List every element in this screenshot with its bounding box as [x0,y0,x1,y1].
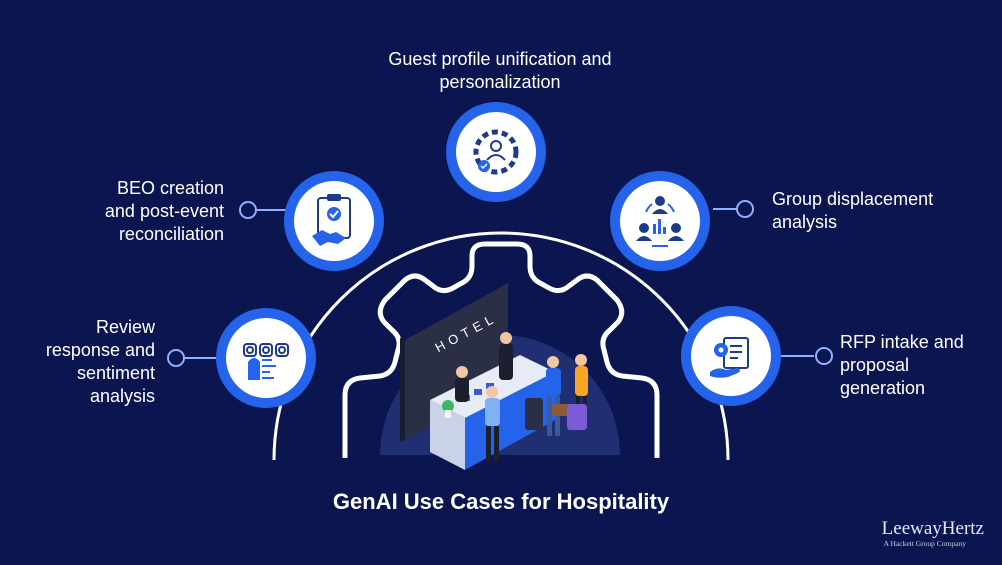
user-gear-icon [473,129,519,175]
group-analytics-icon [636,196,684,247]
clipboard-handshake-icon [312,194,351,246]
use-case-label-group-displacement: Group displacement analysis [772,189,934,232]
connectors [184,208,814,359]
brand-tagline: A Hackett Group Company [883,539,966,548]
connector-dots [167,200,833,367]
use-case-label-review-sentiment: Review response and sentiment analysis [45,317,155,406]
brand-name: LeewayHertz [881,518,984,539]
use-case-label-beo: BEO creation and post-event reconciliati… [104,178,224,244]
sentiment-faces-icon [243,343,289,380]
diagram-title: GenAI Use Cases for Hospitality [332,489,670,514]
document-hand-gear-icon [710,337,749,378]
gear-outline [342,241,660,458]
use-case-label-guest-profile: Guest profile unification and personaliz… [388,49,612,92]
use-case-label-rfp: RFP intake and proposal generation [840,332,964,398]
brand-logo: LeewayHertz A Hackett Group Company [882,519,984,549]
